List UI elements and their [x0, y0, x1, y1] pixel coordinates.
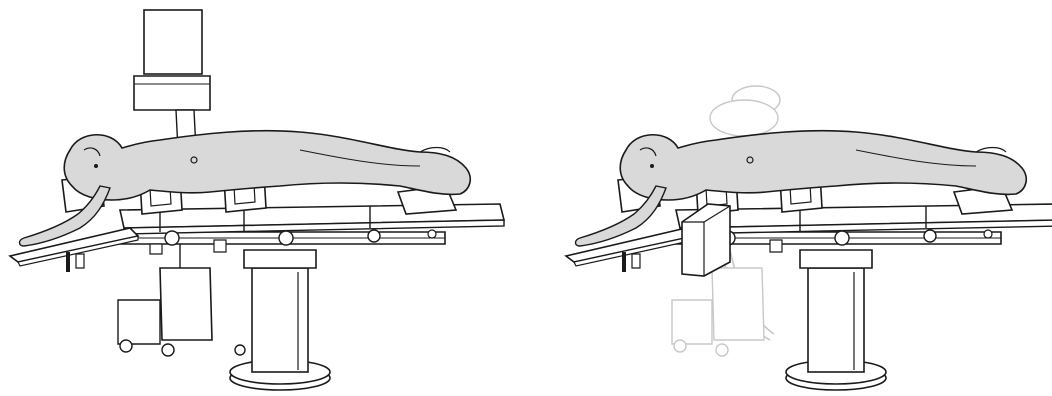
panel-left [10, 10, 504, 390]
table-and-patient-left [10, 131, 504, 390]
panel-right [566, 86, 1052, 390]
table-and-patient-right [566, 131, 1052, 390]
